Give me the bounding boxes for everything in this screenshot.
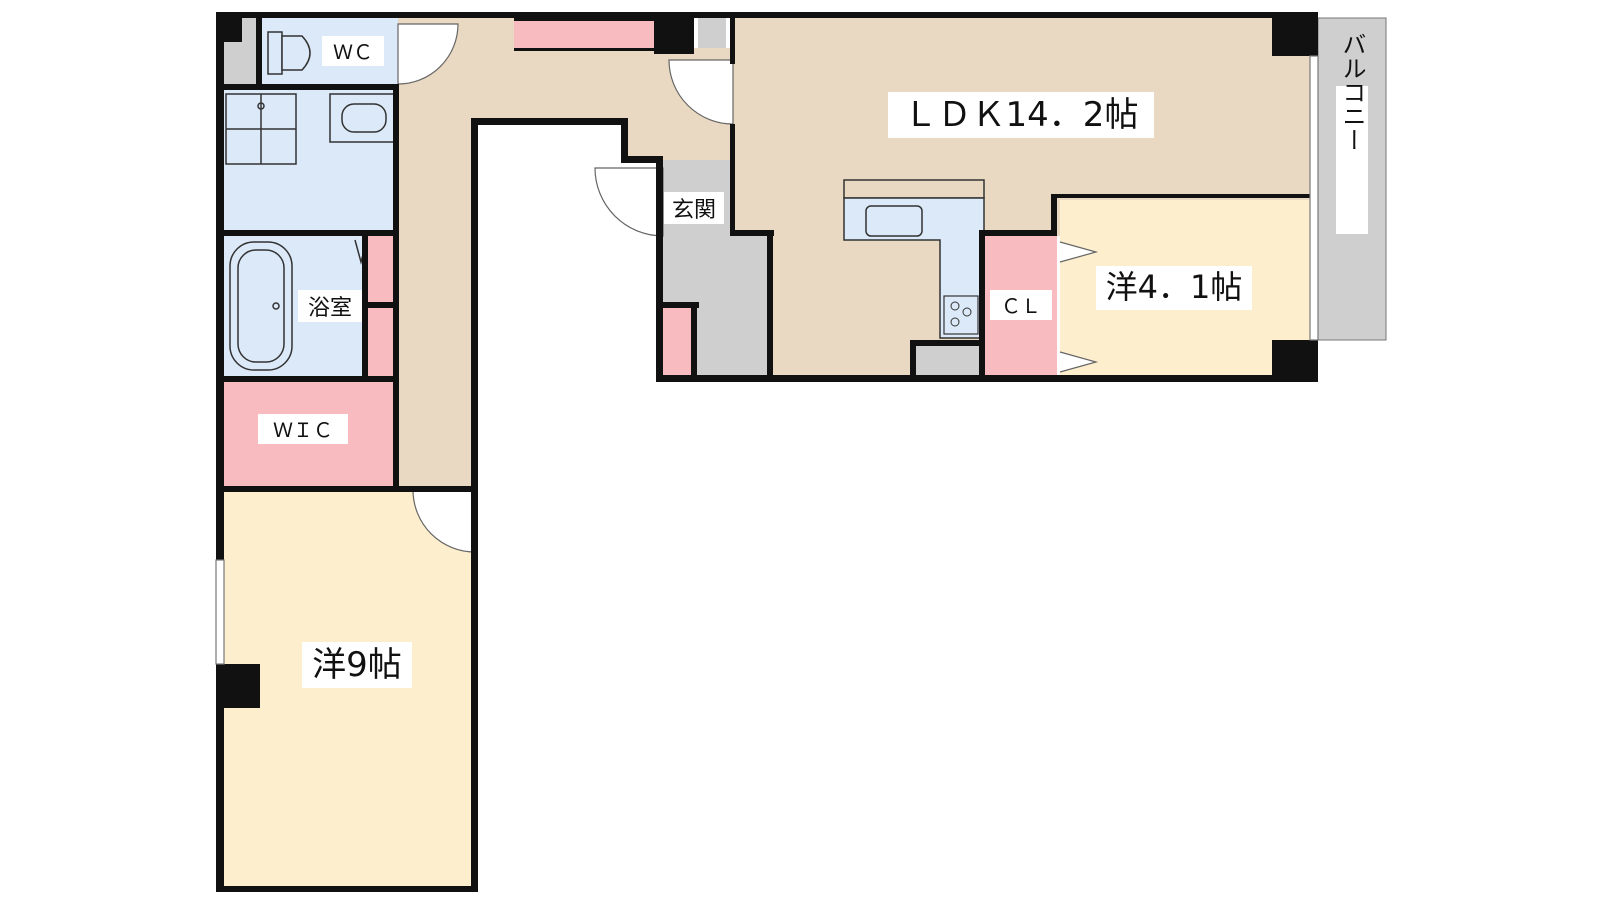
door-cl-top bbox=[1059, 241, 1099, 263]
toilet-icon bbox=[281, 35, 311, 71]
kitchen-top-bar bbox=[843, 179, 985, 199]
western-large-label-bg bbox=[302, 642, 412, 688]
wall bbox=[224, 84, 396, 90]
entrance-label: 玄関 bbox=[672, 198, 716, 223]
western-room-large bbox=[224, 492, 475, 886]
wall bbox=[1057, 194, 1313, 198]
wall bbox=[216, 12, 1318, 18]
column bbox=[654, 12, 694, 54]
window-western-large bbox=[215, 559, 225, 665]
door-ldk bbox=[668, 59, 734, 125]
western-large-label: 洋9帖 bbox=[312, 645, 402, 685]
stove bbox=[943, 295, 979, 335]
western-small-label-bg bbox=[1096, 266, 1252, 310]
kitchen-counter bbox=[843, 179, 985, 339]
wall bbox=[730, 230, 774, 236]
wall bbox=[910, 340, 916, 380]
wc-label: ＷＣ bbox=[333, 40, 373, 64]
washbasin-icon bbox=[341, 103, 387, 133]
bathtub-inner bbox=[237, 249, 285, 363]
burner-icon bbox=[962, 307, 972, 317]
drain-icon bbox=[272, 302, 280, 310]
balcony-label-bg bbox=[1336, 86, 1368, 234]
window-balcony bbox=[1309, 55, 1319, 341]
wall bbox=[730, 18, 735, 64]
hallway bbox=[398, 18, 733, 486]
wall bbox=[663, 302, 699, 308]
door-cl-bottom bbox=[1059, 351, 1099, 373]
bath-label: 浴室 bbox=[308, 296, 352, 321]
wall bbox=[656, 156, 663, 382]
column bbox=[1272, 12, 1318, 56]
cl-label-bg bbox=[990, 290, 1052, 320]
wall bbox=[767, 230, 773, 380]
wall bbox=[691, 302, 697, 378]
column bbox=[224, 12, 242, 42]
western-small-label: 洋4．1帖 bbox=[1106, 268, 1243, 306]
wall bbox=[979, 230, 1057, 236]
wall bbox=[656, 375, 1318, 382]
column bbox=[216, 664, 260, 708]
door-wc bbox=[397, 23, 459, 85]
burner-icon bbox=[950, 301, 960, 311]
wall bbox=[362, 302, 396, 308]
door-entrance bbox=[594, 167, 664, 237]
wall bbox=[224, 486, 478, 492]
toilet-tank bbox=[267, 31, 283, 75]
shoe-storage bbox=[663, 308, 691, 375]
wc-label-bg bbox=[322, 36, 384, 66]
wall bbox=[224, 230, 396, 236]
kitchen-sink bbox=[865, 205, 923, 237]
ldk-label-bg bbox=[888, 92, 1154, 138]
labels: ＬＤＫ14．2帖 洋4．1帖 洋9帖 浴室 ＷＣ ＷＩＣ ＣＬ 玄関 バルコニー bbox=[258, 32, 1368, 688]
wall bbox=[471, 118, 627, 125]
wall bbox=[1051, 194, 1057, 236]
wall bbox=[216, 12, 224, 892]
wall bbox=[256, 18, 262, 90]
wall bbox=[471, 118, 478, 892]
top-storage bbox=[514, 18, 654, 50]
wall bbox=[910, 340, 985, 346]
wall bbox=[224, 376, 396, 382]
doors bbox=[397, 23, 1099, 553]
bath-label-bg bbox=[298, 290, 362, 322]
burner-icon bbox=[950, 317, 960, 327]
windows bbox=[215, 55, 1319, 665]
wall bbox=[979, 230, 985, 382]
fridge-space bbox=[916, 346, 985, 375]
ldk-label: ＬＤＫ14．2帖 bbox=[904, 95, 1139, 135]
pipe-space bbox=[698, 18, 726, 48]
wall bbox=[216, 886, 478, 892]
balcony-label: バルコニー bbox=[1338, 32, 1366, 152]
wall bbox=[514, 18, 654, 21]
wall bbox=[730, 124, 735, 236]
entrance-label-bg bbox=[664, 192, 724, 224]
wall bbox=[621, 156, 663, 163]
wall bbox=[514, 48, 654, 51]
wic-label: ＷＩＣ bbox=[273, 418, 333, 442]
washing-machine-dot bbox=[257, 102, 265, 110]
wic-label-bg bbox=[258, 414, 348, 444]
wall bbox=[621, 118, 628, 162]
wall bbox=[393, 84, 399, 486]
door-western-large bbox=[412, 489, 476, 553]
ldk-area bbox=[733, 18, 1310, 375]
cl-label: ＣＬ bbox=[1001, 294, 1041, 318]
fixtures bbox=[225, 31, 399, 371]
column bbox=[1272, 340, 1318, 382]
